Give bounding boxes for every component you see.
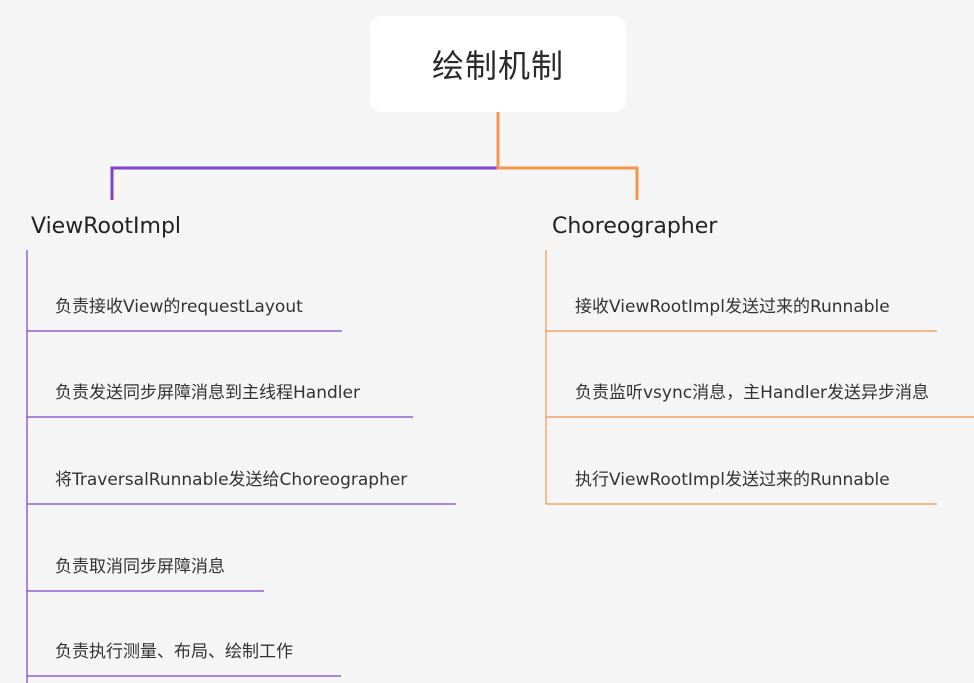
branch-title-choreographer[interactable]: Choreographer <box>552 214 718 239</box>
viewrootimpl-item[interactable]: 将TraversalRunnable发送给Choreographer <box>55 470 408 490</box>
branch-title-viewrootimpl[interactable]: ViewRootImpl <box>31 214 182 239</box>
connector-root-to-viewrootimpl <box>110 166 498 200</box>
viewrootimpl-item[interactable]: 负责接收View的requestLayout <box>55 297 303 317</box>
viewrootimpl-item[interactable]: 负责执行测量、布局、绘制工作 <box>55 642 293 662</box>
root-node[interactable]: 绘制机制 <box>370 16 626 112</box>
choreographer-item[interactable]: 执行ViewRootImpl发送过来的Runnable <box>575 470 890 490</box>
viewrootimpl-item[interactable]: 负责取消同步屏障消息 <box>55 557 225 577</box>
choreographer-item[interactable]: 接收ViewRootImpl发送过来的Runnable <box>575 297 890 317</box>
viewrootimpl-item[interactable]: 负责发送同步屏障消息到主线程Handler <box>55 383 360 403</box>
connector-root-to-choreographer <box>496 112 639 200</box>
choreographer-item[interactable]: 负责监听vsync消息，主Handler发送异步消息 <box>575 383 930 403</box>
root-node-label: 绘制机制 <box>431 47 564 85</box>
